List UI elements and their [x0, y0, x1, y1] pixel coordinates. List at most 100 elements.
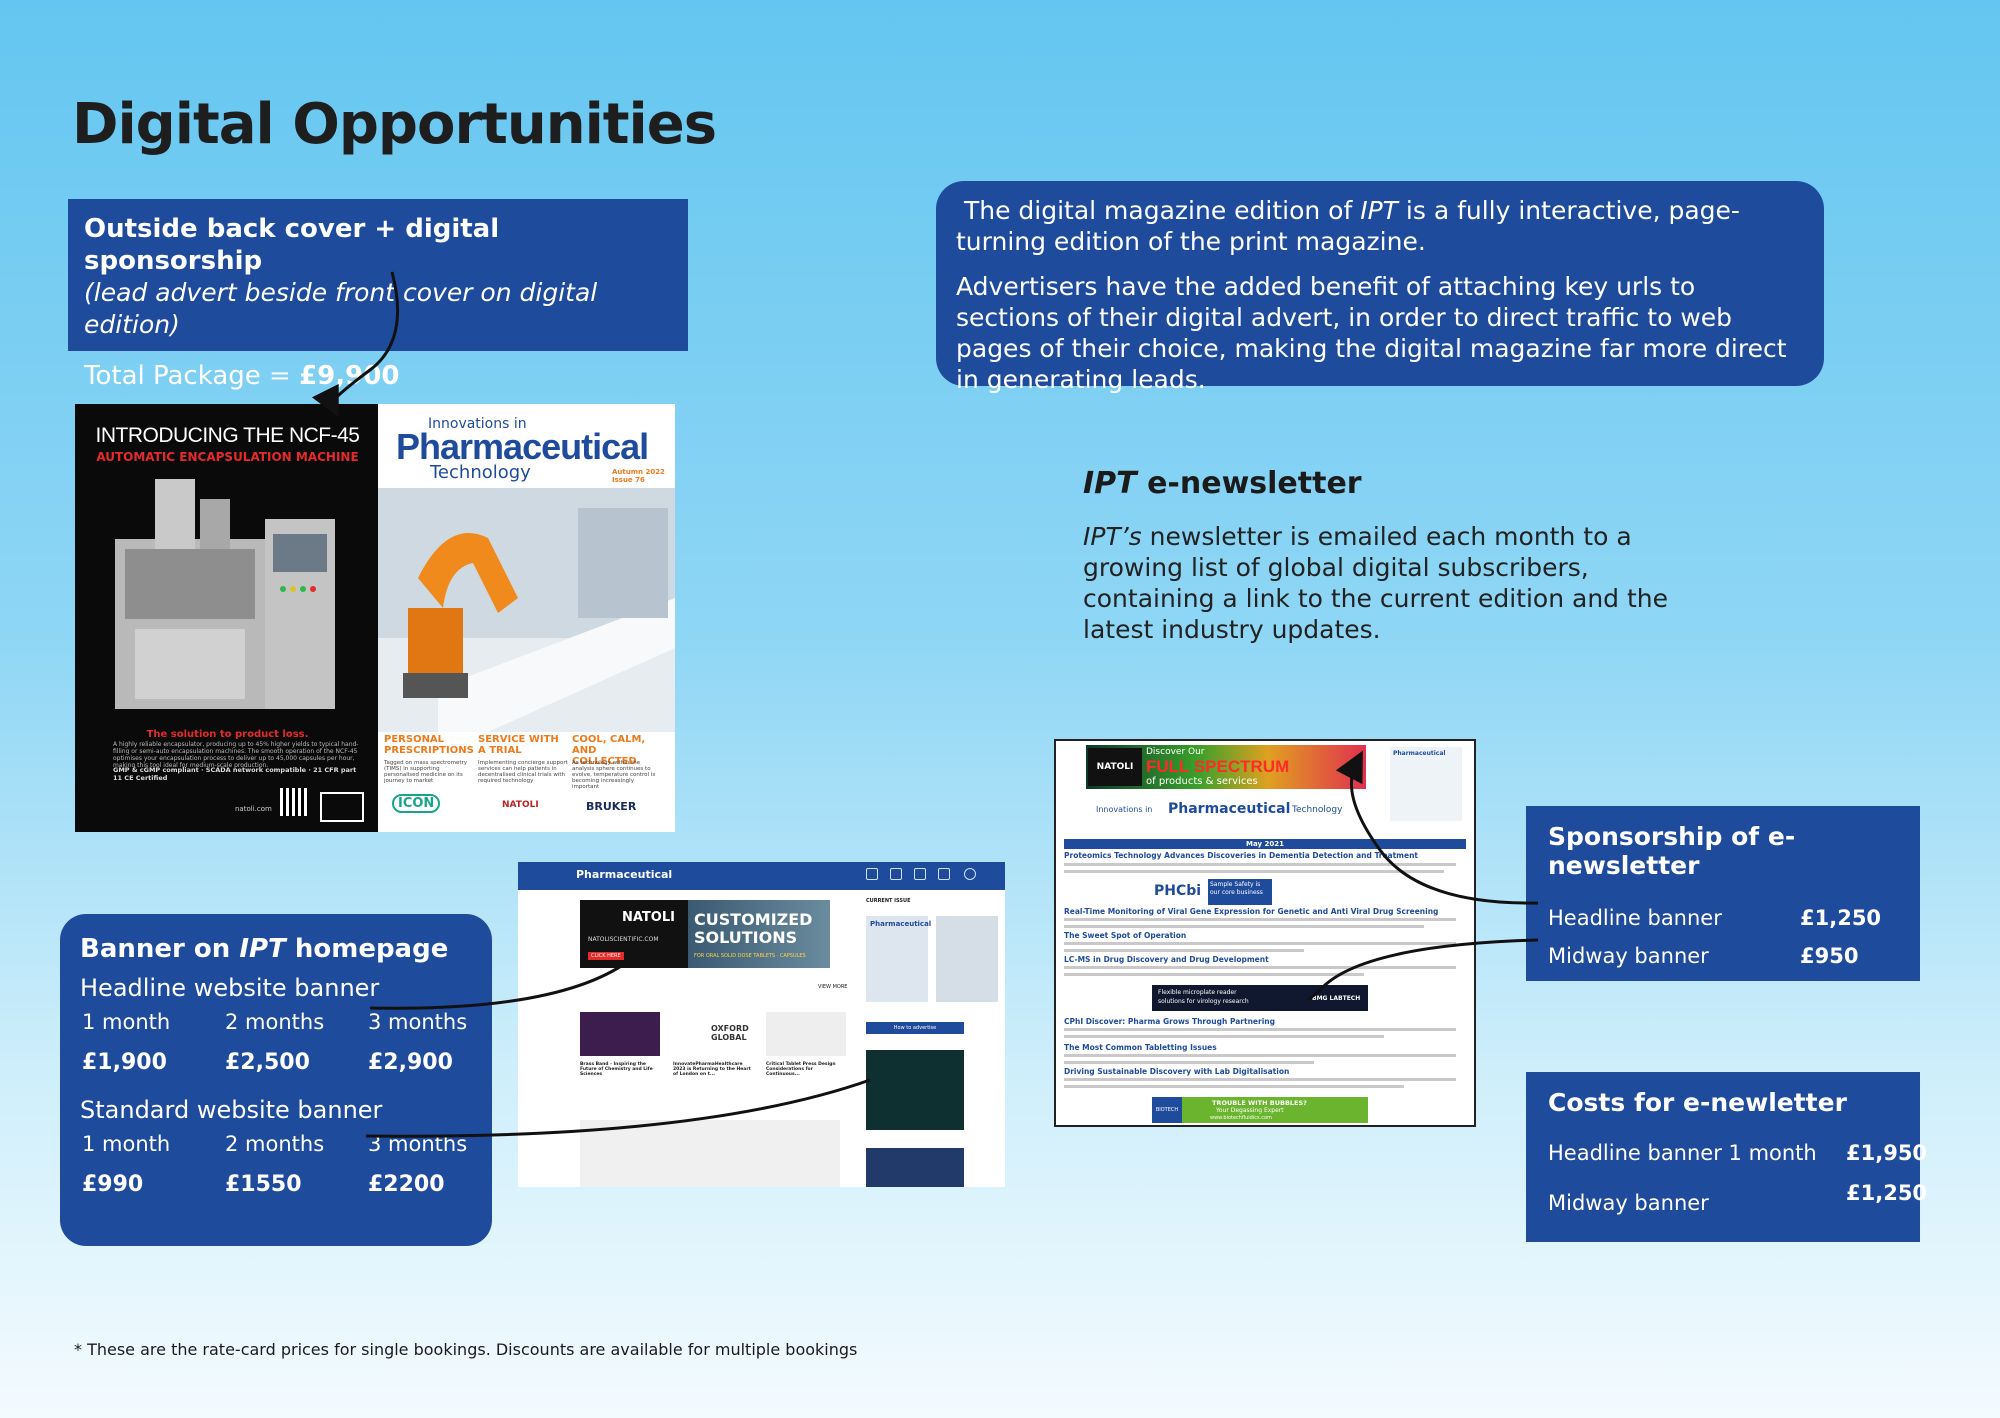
info-p1-post: is a fully interactive, page-turning edi…: [956, 196, 1740, 256]
costs-row-headline: Headline banner 1 month £1,950: [1548, 1135, 1927, 1181]
headline-banner-label: Headline website banner: [80, 974, 380, 1002]
sponsorship-row-midway: Midway banner £950: [1548, 938, 1898, 976]
ad-body: A highly reliable encapsulator, producin…: [113, 741, 359, 769]
headline-price-1: £1,900: [82, 1050, 167, 1075]
oxford-global-thumb: OXFORD GLOBAL: [673, 1012, 753, 1056]
newsletter-sponsorship-box: Sponsorship of e-newsletter Headline ban…: [1526, 806, 1920, 981]
sponsorship-row-headline: Headline banner £1,250: [1548, 900, 1898, 938]
headline-newsletter-connector: [1335, 750, 1539, 905]
sponsorship-heading: Sponsorship of e-newsletter: [1548, 822, 1796, 880]
magazine-spread-image: INTRODUCING THE NCF-45 AUTOMATIC ENCAPSU…: [75, 404, 675, 832]
bruker-logo: BRUKER: [586, 800, 637, 813]
news-item-3[interactable]: Critical Tablet Press Design Considerati…: [766, 1062, 836, 1077]
headline-price-3: £2,900: [368, 1050, 453, 1075]
newsletter-screenshot: NATOLI Discover Our FULL SPECTRUM of pro…: [1054, 739, 1476, 1127]
standard-banner-ad: [866, 1050, 964, 1130]
news-thumb-1: [580, 1012, 660, 1056]
previous-issue-cover: [936, 916, 998, 1002]
feature-3-text: As technology within the analysis sphere…: [572, 760, 656, 790]
how-to-advertise-button[interactable]: How to advertise: [866, 1022, 964, 1034]
newsletter-heading-em: IPT: [1083, 466, 1137, 501]
banner-heading: Banner on IPT homepage: [80, 934, 472, 964]
digital-edition-info: The digital magazine edition of IPT is a…: [936, 181, 1824, 394]
standard-duration-1: 1 month: [82, 1132, 171, 1156]
website-brand: Pharmaceutical: [576, 868, 673, 881]
natoli-cover-logo: NATOLI: [502, 800, 539, 810]
phcbi-text1: Sample Safety is: [1210, 881, 1261, 888]
news-item-1[interactable]: Brass Band - Inspiring the Future of Che…: [580, 1062, 653, 1077]
feature-2-title: SERVICE WITH A TRIAL: [478, 734, 559, 756]
cover-issue-no: Issue 76: [612, 476, 645, 484]
news-headline-7[interactable]: Driving Sustainable Discovery with Lab D…: [1064, 1067, 1290, 1076]
current-issue-cover: Pharmaceutical: [866, 916, 931, 1002]
cover-brand-main: Pharmaceutical: [396, 426, 649, 467]
current-issue-label: CURRENT ISSUE: [866, 898, 911, 904]
ad-headline: INTRODUCING THE NCF-45: [95, 424, 360, 447]
banner-heading-pre: Banner on: [80, 934, 240, 964]
newsletter-costs-box: Costs for e-newletter Headline banner 1 …: [1526, 1072, 1927, 1242]
costs-midway-label: Midway banner: [1548, 1191, 1709, 1215]
banner-heading-em: IPT: [239, 934, 286, 964]
costs-midway-price: £1,250: [1846, 1181, 1928, 1205]
news-item-2[interactable]: InnovatePharmaHealthcare 2023 is Returni…: [673, 1062, 751, 1077]
news-headline-6[interactable]: The Most Common Tabletting Issues: [1064, 1043, 1217, 1052]
web-banner2-line3: FOR ORAL SOLID DOSE TABLETS · CAPSULES: [694, 953, 806, 959]
biotech-text2: Your Degassing Expert: [1216, 1107, 1284, 1114]
news-headline-4[interactable]: LC-MS in Drug Discovery and Drug Develop…: [1064, 955, 1269, 964]
front-cover: Innovations in Pharmaceutical Technology…: [378, 404, 675, 832]
web-banner1-title: NATOLI: [622, 910, 675, 925]
newsletter-heading: IPT e-newsletter: [1083, 466, 1362, 501]
standard-price-3: £2200: [368, 1172, 445, 1197]
news-headline-2[interactable]: Real-Time Monitoring of Viral Gene Expre…: [1064, 907, 1439, 916]
qr-code-icon: [280, 788, 308, 816]
standard-price-2: £1550: [225, 1172, 302, 1197]
biotech-fluidics-ad: BIOTECH TROUBLE WITH BUBBLES? Your Degas…: [1152, 1097, 1368, 1123]
biotech-text1: TROUBLE WITH BUBBLES?: [1212, 1099, 1307, 1107]
standard-banner-connector: [365, 1078, 871, 1138]
phcbi-text2: our core business: [1210, 889, 1263, 896]
search-icon: [964, 868, 976, 880]
headline-durations: 1 month 2 months 3 months: [80, 1002, 472, 1042]
home-icon: [866, 868, 878, 880]
standard-duration-2: 2 months: [225, 1132, 325, 1156]
feature-2-text: Implementing concierge support services …: [478, 760, 568, 784]
web-banner2-line2: SOLUTIONS: [694, 928, 798, 947]
news-natoli-logo: NATOLI: [1088, 748, 1142, 786]
obc-heading: Outside back cover + digital sponsorship: [84, 214, 500, 276]
footnote: * These are the rate-card prices for sin…: [74, 1340, 858, 1359]
view-more-link[interactable]: VIEW MORE: [818, 984, 848, 990]
cover-brand-sub: Technology: [430, 462, 531, 483]
customized-solutions-banner: CUSTOMIZED SOLUTIONS FOR ORAL SOLID DOSE…: [688, 900, 830, 968]
back-cover-advert: INTRODUCING THE NCF-45 AUTOMATIC ENCAPSU…: [75, 404, 378, 832]
web-banner2-line1: CUSTOMIZED: [694, 910, 813, 929]
article-grid: [580, 1120, 840, 1187]
news-headline-3[interactable]: The Sweet Spot of Operation: [1064, 931, 1187, 940]
ad-tagline: The solution to product loss.: [146, 729, 309, 740]
oxford-global-label: OXFORD GLOBAL: [711, 1024, 749, 1042]
page-title: Digital Opportunities: [72, 92, 717, 157]
homepage-banner-box: Banner on IPT homepage Headline website …: [60, 914, 492, 1246]
natoli-web-banner: NATOLI NATOLISCIENTIFIC.COM CLICK HERE: [580, 900, 688, 968]
headline-prices: £1,900 £2,500 £2,900: [80, 1042, 472, 1082]
bmg-labtech-ad: Flexible microplate reader solutions for…: [1152, 985, 1368, 1011]
website-screenshot: Pharmaceutical NATOLI NATOLISCIENTIFIC.C…: [518, 862, 1005, 1187]
standard-price-1: £990: [82, 1172, 144, 1197]
news-banner-text1: Discover Our: [1146, 747, 1205, 757]
sponsorship-headline-label: Headline banner: [1548, 906, 1722, 930]
newsletter-text-em: IPT’s: [1083, 522, 1142, 551]
news-headline-1[interactable]: Proteomics Technology Advances Discoveri…: [1064, 851, 1419, 860]
feature-1-title: PERSONAL PRESCRIPTIONS: [384, 734, 474, 756]
midway-newsletter-connector: [1307, 938, 1539, 1002]
news-banner-text2: FULL SPECTRUM: [1146, 757, 1290, 776]
encapsulation-machine-image: [115, 479, 335, 709]
robot-arm-image: [378, 488, 675, 732]
news-headline-5[interactable]: CPhI Discover: Pharma Grows Through Part…: [1064, 1017, 1275, 1026]
costs-heading: Costs for e-newletter: [1548, 1088, 1847, 1117]
news-month-bar: May 2021: [1064, 839, 1466, 849]
news-thumb-label: Pharmaceutical: [1393, 750, 1446, 757]
newsletter-text-rest: newsletter is emailed each month to a gr…: [1083, 522, 1669, 644]
news-thumb-3: [766, 1012, 846, 1056]
headline-price-2: £2,500: [225, 1050, 310, 1075]
